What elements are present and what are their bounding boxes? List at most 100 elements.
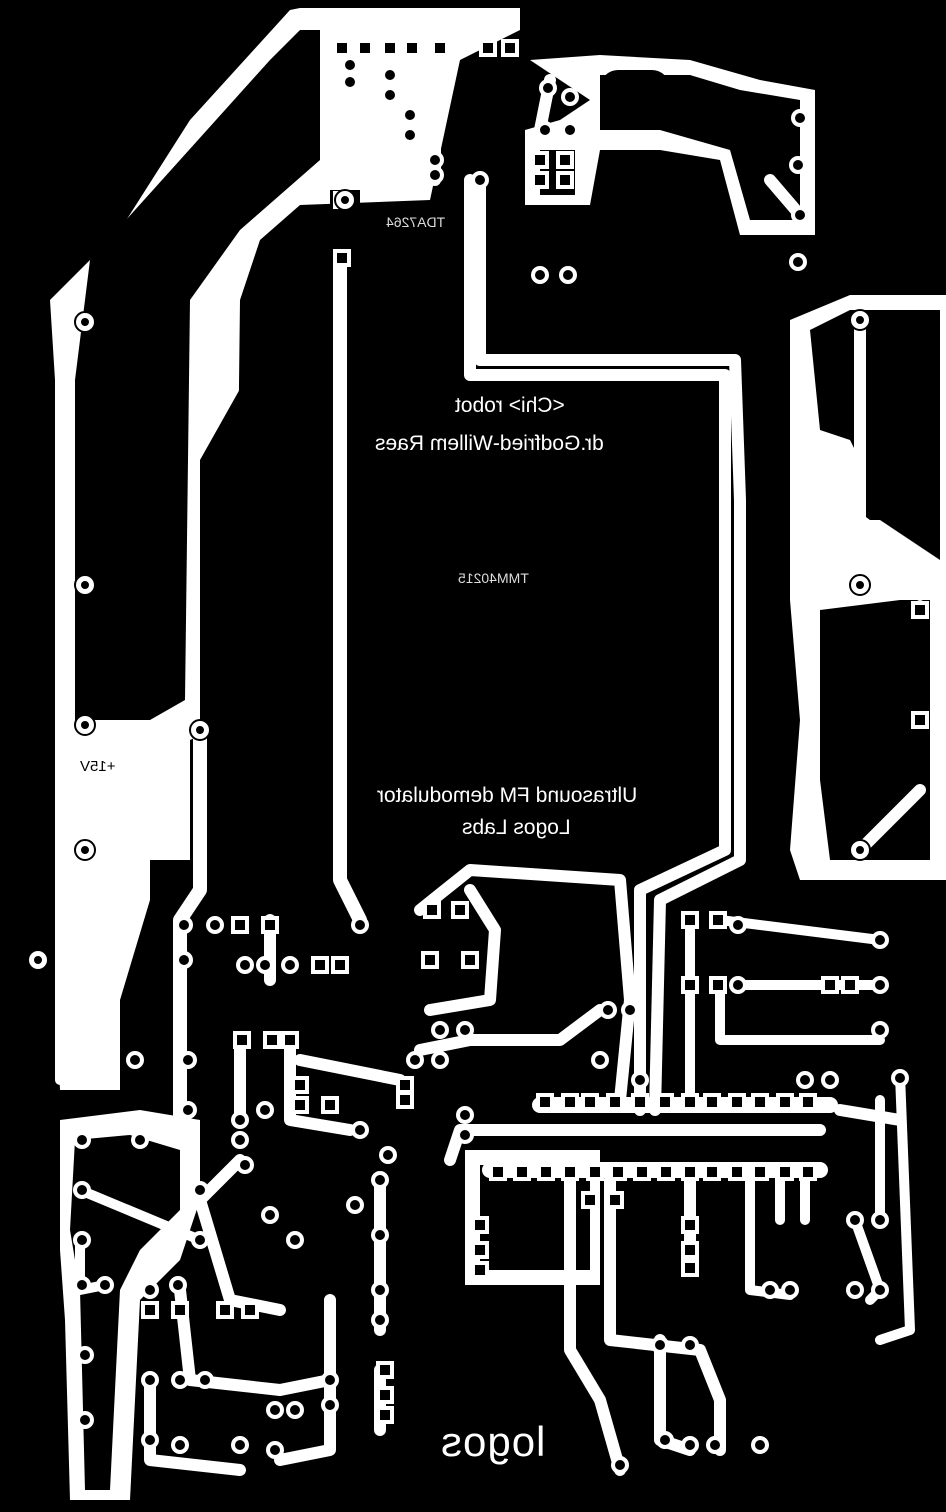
solder-pad	[471, 171, 489, 189]
solder-pad	[231, 1436, 249, 1454]
project-label: <Chi> robot	[455, 394, 565, 417]
solder-pad	[379, 1146, 397, 1164]
solder-pad	[351, 916, 369, 934]
mounting-hole-drill	[856, 581, 864, 589]
solder-pad	[371, 1226, 389, 1244]
mounting-hole-drill	[856, 846, 864, 854]
solder-pad	[751, 1093, 769, 1111]
solder-pad	[581, 1191, 599, 1209]
solder-pad	[126, 1051, 144, 1069]
solder-pad	[871, 1021, 889, 1039]
solder-pad	[401, 126, 419, 144]
solder-pad	[681, 911, 699, 929]
solder-pad	[556, 151, 574, 169]
solder-pad	[728, 1163, 746, 1181]
solder-pad	[196, 1371, 214, 1389]
solder-pad	[179, 1101, 197, 1119]
solder-pad	[76, 1346, 94, 1364]
solder-pad	[431, 1021, 449, 1039]
solder-pad	[606, 1191, 624, 1209]
mounting-hole-drill	[196, 726, 204, 734]
solder-pad	[233, 1031, 251, 1049]
solder-pad	[651, 1336, 669, 1354]
solder-pad	[256, 956, 274, 974]
solder-pad	[73, 1131, 91, 1149]
solder-pad	[681, 1259, 699, 1277]
solder-pad	[371, 1171, 389, 1189]
solder-pad	[191, 1231, 209, 1249]
solder-pad	[381, 86, 399, 104]
solder-pad	[73, 1231, 91, 1249]
solder-pad	[471, 1241, 489, 1259]
solder-pad	[426, 166, 444, 184]
mounting-hole-drill	[341, 196, 349, 204]
solder-pad	[789, 156, 807, 174]
solder-pad	[501, 39, 519, 57]
solder-pad	[216, 1301, 234, 1319]
solder-pad	[456, 1126, 474, 1144]
mounting-hole-drill	[81, 721, 89, 729]
solder-pad	[681, 976, 699, 994]
solder-pad	[871, 931, 889, 949]
solder-pad	[376, 1361, 394, 1379]
solder-pad	[131, 1131, 149, 1149]
mounting-hole-drill	[34, 956, 42, 964]
solder-pad	[281, 1031, 299, 1049]
solder-pad	[141, 1301, 159, 1319]
solder-pad	[171, 1301, 189, 1319]
solder-pad	[231, 916, 249, 934]
solder-pad	[73, 1276, 91, 1294]
solder-pad	[791, 109, 809, 127]
solder-pad	[471, 1261, 489, 1279]
solder-pad	[291, 1076, 309, 1094]
solder-pad	[611, 1456, 629, 1474]
solder-pad	[333, 249, 351, 267]
solder-pad	[609, 1163, 627, 1181]
solder-pad	[236, 1156, 254, 1174]
solder-pad	[261, 1206, 279, 1224]
solder-pad	[761, 1281, 779, 1299]
solder-pad	[423, 901, 441, 919]
solder-pad	[266, 1401, 284, 1419]
solder-pad	[175, 916, 193, 934]
solder-pad	[341, 73, 359, 91]
solder-pad	[141, 1281, 159, 1299]
solder-pad	[426, 151, 444, 169]
solder-pad	[871, 1211, 889, 1229]
solder-pad	[401, 106, 419, 124]
solder-pad	[561, 1163, 579, 1181]
solder-pad	[559, 266, 577, 284]
solder-pad	[536, 121, 554, 139]
mounting-hole-drill	[81, 846, 89, 854]
solder-pad	[681, 1093, 699, 1111]
solder-pad	[729, 976, 747, 994]
solder-pad	[266, 1441, 284, 1459]
solder-pad	[241, 1301, 259, 1319]
solder-pad	[776, 1163, 794, 1181]
logos-logo: logos	[440, 1418, 546, 1465]
power-label: +15V	[80, 758, 116, 775]
solder-pad	[586, 1163, 604, 1181]
solder-pad	[291, 1096, 309, 1114]
solder-pad	[286, 1401, 304, 1419]
solder-pad	[206, 916, 224, 934]
solder-pad	[656, 1431, 674, 1449]
solder-pad	[531, 151, 549, 169]
solder-pad	[341, 56, 359, 74]
solder-pad	[456, 1106, 474, 1124]
solder-pad	[256, 1101, 274, 1119]
solder-pad	[781, 1281, 799, 1299]
solder-pad	[406, 1051, 424, 1069]
mounting-hole-drill	[856, 316, 864, 324]
solder-pad	[179, 1051, 197, 1069]
solder-pad	[729, 916, 747, 934]
solder-pad	[681, 1436, 699, 1454]
solder-pad	[841, 976, 859, 994]
solder-pad	[706, 1436, 724, 1454]
solder-pad	[171, 1371, 189, 1389]
solder-pad	[536, 1093, 554, 1111]
solder-pad	[751, 1163, 769, 1181]
solder-pad	[263, 1031, 281, 1049]
solder-pad	[846, 1211, 864, 1229]
